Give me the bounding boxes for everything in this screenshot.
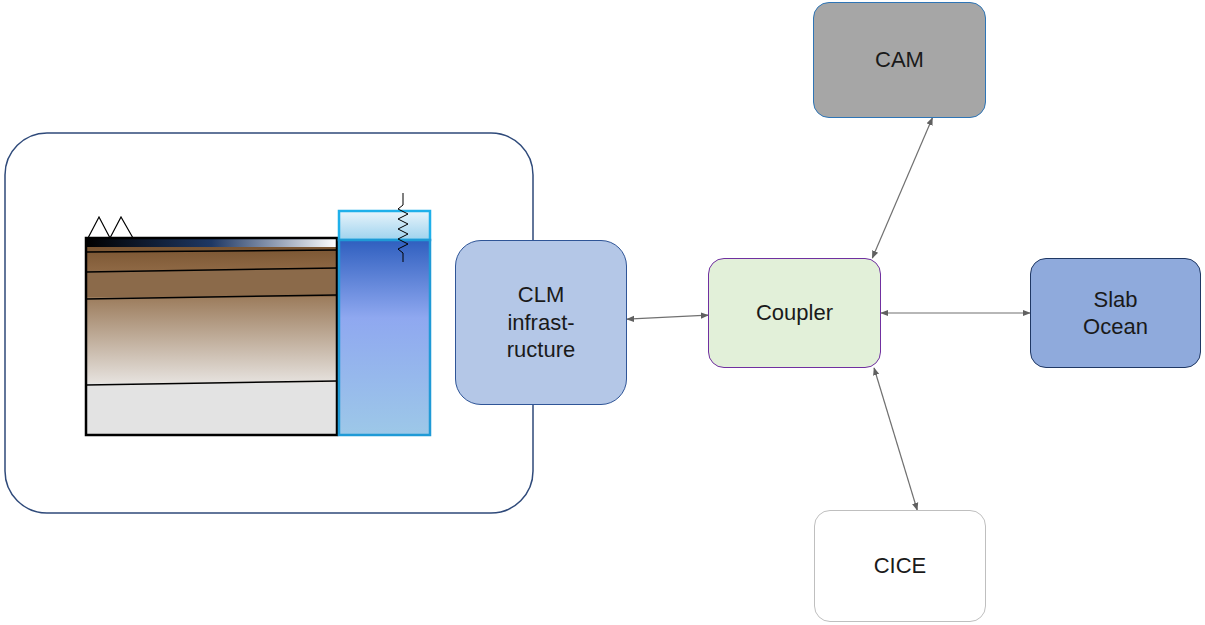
connector-arrow [881,312,1030,313]
box-label: CICE [874,552,927,580]
soil-column-outline [86,238,337,435]
component-box: CAM [813,2,986,118]
component-box: CICE [814,510,986,622]
layer-line [86,268,337,272]
mountain-symbol [88,217,133,238]
component-box: Slab Ocean [1030,258,1201,368]
connector-arrow [872,118,932,258]
box-label: Slab Ocean [1071,286,1161,341]
layer-line [86,295,337,299]
soil-layer [86,383,337,435]
box-label: CLM infrast- ructure [501,281,581,364]
soil-top-band [86,238,337,247]
connector-arrow [627,315,708,319]
layer-line [86,250,337,252]
lake-surface [339,211,430,240]
land-model-outline [5,133,533,513]
soil-layer [86,270,337,297]
box-label: Coupler [756,299,833,327]
component-box: CLM infrast- ructure [455,240,627,405]
soil-layer [86,297,337,383]
layer-line [86,381,337,385]
box-label: CAM [875,46,924,74]
connector-arrow [874,368,917,510]
wind-line [398,193,408,262]
soil-layer [86,247,337,270]
component-box: Coupler [708,258,881,368]
lake-water [339,240,430,435]
